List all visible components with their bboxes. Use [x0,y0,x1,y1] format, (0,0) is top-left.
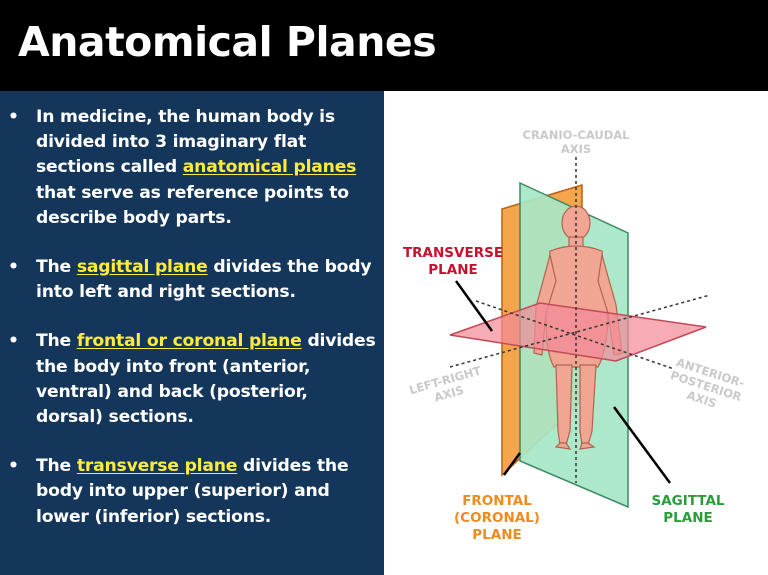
bullet-text: The [36,331,77,352]
bullet-transverse: The transverse plane divides the body in… [8,454,378,530]
bullet-text: The [36,456,77,477]
bullet-text: divides the body into left and right sec… [36,257,372,303]
anterior-posterior-axis-line [475,300,675,370]
slide-title: Anatomical Planes [18,18,437,66]
bullet-intro: In medicine, the human body is divided i… [8,105,378,231]
highlight-term: anatomical planes [182,157,357,178]
frontal-leader-line [502,452,522,476]
cranio-caudal-axis-label: CRANIO-CAUDAL AXIS [522,128,630,156]
title-bar: Anatomical Planes [0,0,768,91]
anatomical-planes-diagram [449,157,711,509]
bullet-text: The [36,257,77,278]
sagittal-plane-label: SAGITTAL PLANE [651,493,725,526]
highlight-term: sagittal plane [76,257,208,278]
bullet-frontal: The frontal or coronal plane divides the… [8,329,378,430]
highlight-term: frontal or coronal plane [76,331,302,352]
highlight-term: transverse plane [76,456,238,477]
frontal-plane-label: FRONTAL (CORONAL) PLANE [454,493,540,543]
bullet-list: In medicine, the human body is divided i… [8,105,378,554]
transverse-leader-line [454,280,494,332]
left-right-axis-line [449,294,711,368]
bullet-text: divides the body into upper (superior) a… [36,456,349,527]
bullet-text: In medicine, the human body is divided i… [36,107,335,178]
bullet-text: that serve as reference points to descri… [36,182,349,228]
diagram-panel: CRANIO-CAUDAL AXIS TRANSVERSE PLANE LEFT… [384,91,768,575]
bullet-text: divides the body into front (anterior, v… [36,331,376,428]
transverse-plane-label: TRANSVERSE PLANE [402,245,504,278]
sagittal-leader-line [612,406,672,484]
bullet-sagittal: The sagittal plane divides the body into… [8,255,378,305]
text-panel: In medicine, the human body is divided i… [0,91,384,575]
